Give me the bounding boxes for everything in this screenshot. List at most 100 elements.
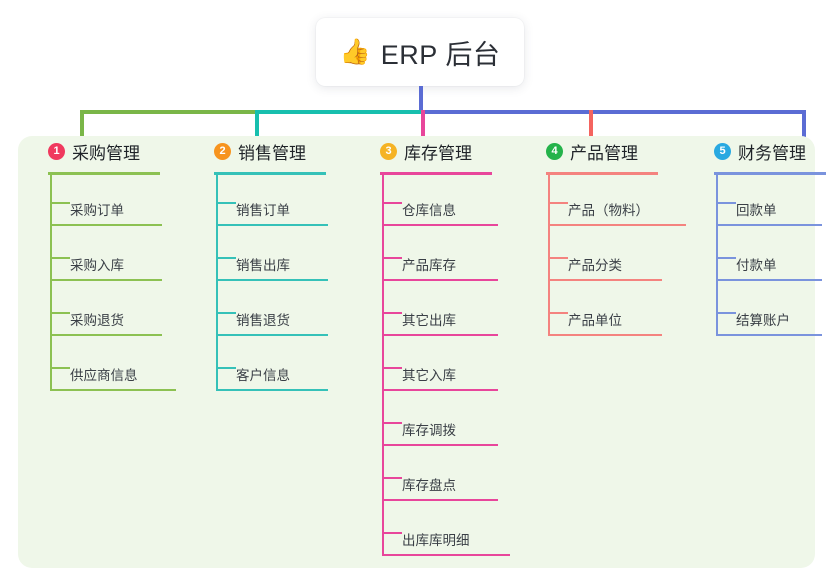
column-spine-sales: [216, 172, 218, 391]
column-spine-product: [548, 172, 550, 336]
column-title-purchase: 采购管理: [72, 143, 140, 163]
item-connector: [716, 202, 736, 204]
menu-item[interactable]: 采购入库: [50, 233, 162, 281]
column-title-product: 产品管理: [570, 143, 638, 163]
item-connector: [548, 257, 568, 259]
item-connector: [382, 257, 402, 259]
menu-item-underline: [382, 334, 498, 336]
menu-item[interactable]: 产品库存: [382, 233, 498, 281]
item-connector: [548, 202, 568, 204]
menu-item-underline: [382, 224, 498, 226]
item-connector: [216, 257, 236, 259]
column-header-product[interactable]: 4 产品管理: [532, 136, 638, 166]
item-connector: [382, 312, 402, 314]
root-node-title: ERP 后台: [380, 39, 501, 70]
badge-number-product: 4: [546, 142, 563, 160]
branches-panel: 1 采购管理采购订单采购入库采购退货供应商信息 2 销售管理销售订单销售出库销售退货客…: [18, 136, 826, 568]
menu-item[interactable]: 销售退货: [216, 288, 328, 336]
menu-item-underline: [548, 334, 662, 336]
menu-item[interactable]: 供应商信息: [50, 343, 176, 391]
item-connector: [382, 532, 402, 534]
column-purchase: 1 采购管理采购订单采购入库采购退货供应商信息: [34, 136, 176, 391]
root-stem-connector: [419, 86, 423, 114]
menu-item-label: 供应商信息: [70, 368, 138, 383]
column-spine-finance: [716, 172, 718, 336]
column-spine-inventory: [382, 172, 384, 556]
badge-number-sales: 2: [214, 142, 231, 160]
menu-item-label: 其它入库: [402, 368, 456, 383]
item-connector: [382, 422, 402, 424]
menu-item-label: 回款单: [736, 203, 777, 218]
item-connector: [50, 367, 70, 369]
menu-item-underline: [548, 224, 686, 226]
column-underline-inventory: [380, 172, 492, 175]
menu-item[interactable]: 采购订单: [50, 178, 162, 226]
menu-item-label: 采购退货: [70, 313, 124, 328]
column-header-purchase[interactable]: 1 采购管理: [34, 136, 140, 166]
menu-item-label: 其它出库: [402, 313, 456, 328]
menu-item[interactable]: 采购退货: [50, 288, 162, 336]
menu-item-label: 库存盘点: [402, 478, 456, 493]
column-underline-sales: [214, 172, 326, 175]
menu-item-underline: [216, 224, 328, 226]
menu-item[interactable]: 销售出库: [216, 233, 328, 281]
menu-item-label: 产品分类: [568, 258, 622, 273]
menu-item[interactable]: 产品单位: [548, 288, 662, 336]
menu-item-underline: [716, 279, 822, 281]
menu-item-underline: [382, 554, 510, 556]
menu-item[interactable]: 付款单: [716, 233, 822, 281]
column-header-sales[interactable]: 2 销售管理: [200, 136, 306, 166]
item-connector: [216, 367, 236, 369]
stub-finance: [802, 110, 806, 138]
badge-number-purchase: 1: [48, 142, 65, 160]
menu-item[interactable]: 库存调拨: [382, 398, 498, 446]
stub-purchase: [80, 110, 84, 138]
column-title-sales: 销售管理: [238, 143, 306, 163]
menu-item-label: 采购订单: [70, 203, 124, 218]
menu-item[interactable]: 仓库信息: [382, 178, 498, 226]
segment-teal: [255, 110, 421, 114]
menu-item[interactable]: 产品分类: [548, 233, 662, 281]
stub-sales: [255, 110, 259, 138]
thumbs-up-icon: 👍: [339, 37, 371, 66]
menu-item-underline: [50, 279, 162, 281]
menu-item[interactable]: 客户信息: [216, 343, 328, 391]
menu-item-label: 结算账户: [736, 313, 790, 328]
menu-item[interactable]: 结算账户: [716, 288, 822, 336]
menu-item-label: 产品单位: [568, 313, 622, 328]
item-connector: [548, 312, 568, 314]
item-connector: [216, 202, 236, 204]
column-spine-purchase: [50, 172, 52, 391]
menu-item-label: 出库库明细: [402, 533, 470, 548]
column-sales: 2 销售管理销售订单销售出库销售退货客户信息: [200, 136, 328, 391]
menu-item[interactable]: 产品（物料）: [548, 178, 686, 226]
menu-item[interactable]: 出库库明细: [382, 508, 510, 556]
menu-item[interactable]: 其它入库: [382, 343, 498, 391]
menu-item-underline: [716, 334, 822, 336]
menu-item-label: 销售退货: [236, 313, 290, 328]
menu-item[interactable]: 其它出库: [382, 288, 498, 336]
segment-green: [80, 110, 255, 114]
column-underline-purchase: [48, 172, 160, 175]
segment-blue: [421, 110, 806, 114]
badge-number-inventory: 3: [380, 142, 397, 160]
item-connector: [50, 202, 70, 204]
menu-item[interactable]: 回款单: [716, 178, 822, 226]
menu-item[interactable]: 销售订单: [216, 178, 328, 226]
menu-item-underline: [716, 224, 822, 226]
item-connector: [50, 312, 70, 314]
menu-item-label: 产品（物料）: [568, 203, 649, 218]
menu-item-underline: [548, 279, 662, 281]
column-underline-finance: [714, 172, 826, 175]
root-node-card[interactable]: 👍 ERP 后台: [316, 18, 524, 86]
menu-item-label: 库存调拨: [402, 423, 456, 438]
menu-item-label: 产品库存: [402, 258, 456, 273]
menu-item-underline: [50, 389, 176, 391]
menu-item-underline: [382, 279, 498, 281]
column-title-finance: 财务管理: [738, 143, 806, 163]
menu-item[interactable]: 库存盘点: [382, 453, 498, 501]
